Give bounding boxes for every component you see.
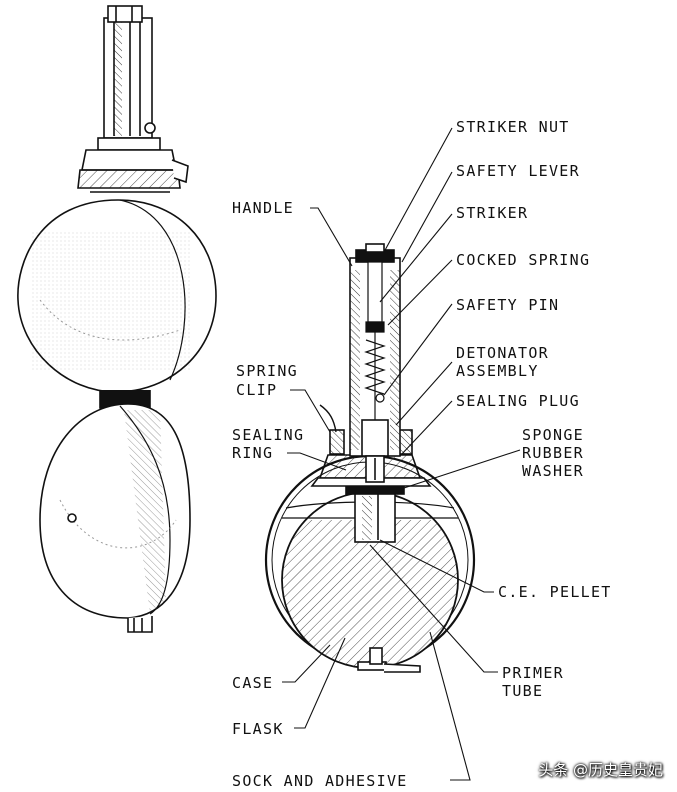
label-striker: STRIKER: [456, 204, 529, 222]
label-spring-clip-line2: CLIP: [236, 381, 278, 399]
label-sealing-ring-line2: RING: [232, 444, 274, 462]
label-sealing-ring-line1: SEALING: [232, 426, 305, 444]
label-spring-clip-line1: SPRING: [236, 362, 298, 380]
striker-assembly: [364, 261, 386, 420]
primer-tube: [354, 491, 396, 543]
label-detonator-line1: DETONATOR: [456, 344, 549, 362]
label-case: CASE: [232, 674, 274, 692]
label-sock-and-adhesive: SOCK AND ADHESIVE: [232, 772, 408, 790]
label-safety-pin: SAFETY PIN: [456, 296, 560, 314]
flask-section: [281, 491, 459, 669]
label-ce-pellet: C.E. PELLET: [498, 583, 612, 601]
label-sponge-line3: WASHER: [522, 462, 584, 480]
label-primer-line1: PRIMER: [502, 664, 564, 682]
exterior-handle: [103, 5, 156, 139]
grenade-section-view: [264, 243, 476, 673]
exterior-lower-hemisphere: [39, 403, 191, 633]
label-safety-lever: SAFETY LEVER: [456, 162, 580, 180]
label-detonator-line2: ASSEMBLY: [456, 362, 539, 380]
detonator-assembly: [361, 419, 389, 483]
base-clip: [357, 647, 421, 673]
watermark: 头条 @历史皇贵妃: [538, 761, 663, 779]
label-sealing-plug: SEALING PLUG: [456, 392, 580, 410]
exterior-upper-hemisphere: [17, 199, 217, 409]
label-sponge-line2: RUBBER: [522, 444, 584, 462]
exterior-collar: [77, 137, 189, 193]
label-cocked-spring: COCKED SPRING: [456, 251, 591, 269]
spring-clip: [319, 404, 337, 433]
label-striker-nut: STRIKER NUT: [456, 118, 570, 136]
label-primer-line2: TUBE: [502, 682, 544, 700]
label-handle: HANDLE: [232, 199, 294, 217]
label-flask: FLASK: [232, 720, 284, 738]
label-sponge-line1: SPONGE: [522, 426, 584, 444]
leader-lines: [282, 127, 521, 781]
grenade-exterior-view: [17, 5, 217, 633]
